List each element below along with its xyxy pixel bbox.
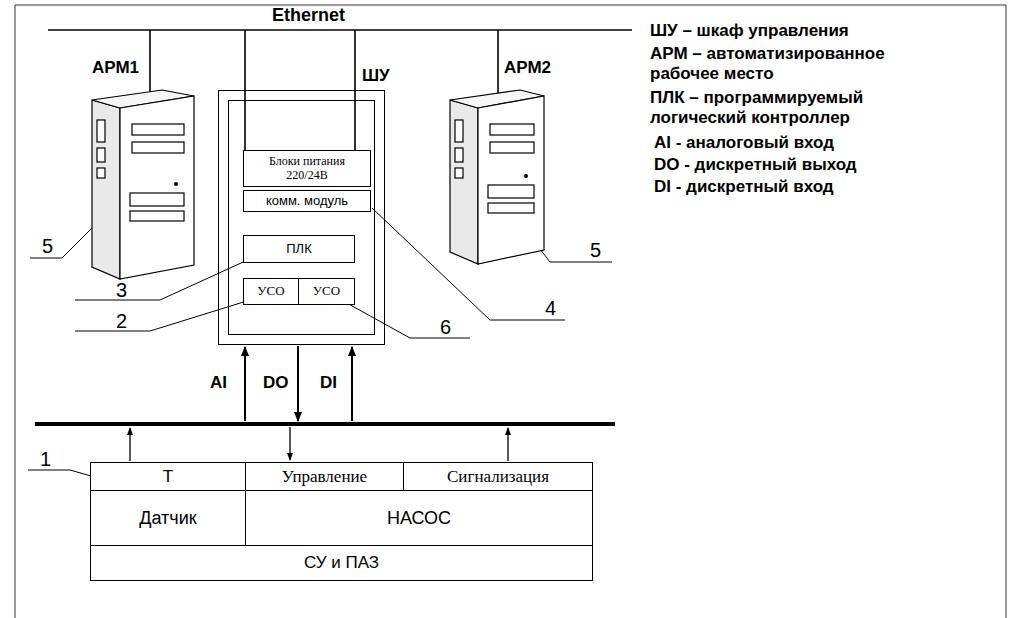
workstation: АРМ2 (446, 58, 550, 268)
pump-cell: НАСОС (245, 490, 593, 546)
callout-number: 2 (116, 309, 127, 333)
box-label: СУ и ПАЗ (304, 553, 379, 573)
page-frame (15, 5, 1006, 618)
cabinet-name: ШУ (362, 66, 390, 86)
field-arrows (130, 427, 508, 461)
computer-body (88, 86, 196, 281)
control-cabinet: ШУ Блоки питания 220/24В комм. модульПЛК УС… (218, 62, 403, 345)
io-module: УСО (243, 278, 299, 305)
workstation-name: АРМ1 (92, 58, 139, 78)
comm-module: комм. модуль (243, 190, 371, 212)
alarm-cell: Сигнализация (403, 462, 593, 491)
box-label: УСО (313, 284, 340, 299)
callout-number: 3 (116, 278, 127, 302)
box-label: Сигнализация (447, 467, 549, 487)
key-entry: АРМ – автоматизированное рабочее место (650, 44, 950, 85)
workstation: АРМ1 (88, 58, 200, 283)
signal-name: DO (263, 373, 289, 393)
box-label: комм. модуль (266, 194, 348, 209)
key-entry: DO - дискретный выход (654, 155, 954, 175)
protection-band: СУ и ПАЗ (90, 545, 593, 581)
box-label: Блоки питания 220/24В (257, 155, 357, 183)
key-entry: AI - аналоговый вход (654, 133, 954, 153)
callout-number: 5 (42, 234, 53, 258)
box-label: НАСОС (387, 508, 451, 529)
signal-arrows (245, 346, 352, 421)
callout-number: 4 (545, 296, 556, 320)
cabinet-housing (218, 90, 385, 345)
plc-block: ПЛК (243, 235, 355, 263)
box-label: УСО (257, 284, 284, 299)
bus-name: Ethernet (272, 5, 345, 27)
control-cell: Управление (245, 462, 404, 491)
sensor-cell: Датчик (90, 490, 246, 546)
box-label: T (163, 467, 173, 487)
power-supply-block: Блоки питания 220/24В (243, 150, 371, 187)
signal-name: AI (210, 373, 227, 393)
callout-number: 6 (440, 315, 451, 339)
box-label: Датчик (139, 508, 196, 529)
callout-number: 5 (590, 238, 601, 262)
signal-name: DI (320, 373, 337, 393)
computer-body (446, 86, 546, 266)
box-label: Управление (282, 467, 367, 487)
io-module: УСО (298, 278, 355, 305)
box-label: ПЛК (286, 242, 311, 257)
callout-number: 1 (40, 447, 51, 471)
key-entry: DI - дискретный вход (654, 177, 954, 197)
key-entry: ПЛК – программируемый логический контрол… (650, 88, 950, 129)
computer-illustration (88, 86, 196, 281)
sensor-signal-cell: T (90, 462, 246, 491)
workstation-name: АРМ2 (504, 58, 551, 78)
ethernet-bus (48, 29, 632, 31)
computer-illustration (446, 86, 546, 266)
field-bus (35, 422, 615, 426)
key-entry: ШУ – шкаф управления (650, 21, 950, 41)
